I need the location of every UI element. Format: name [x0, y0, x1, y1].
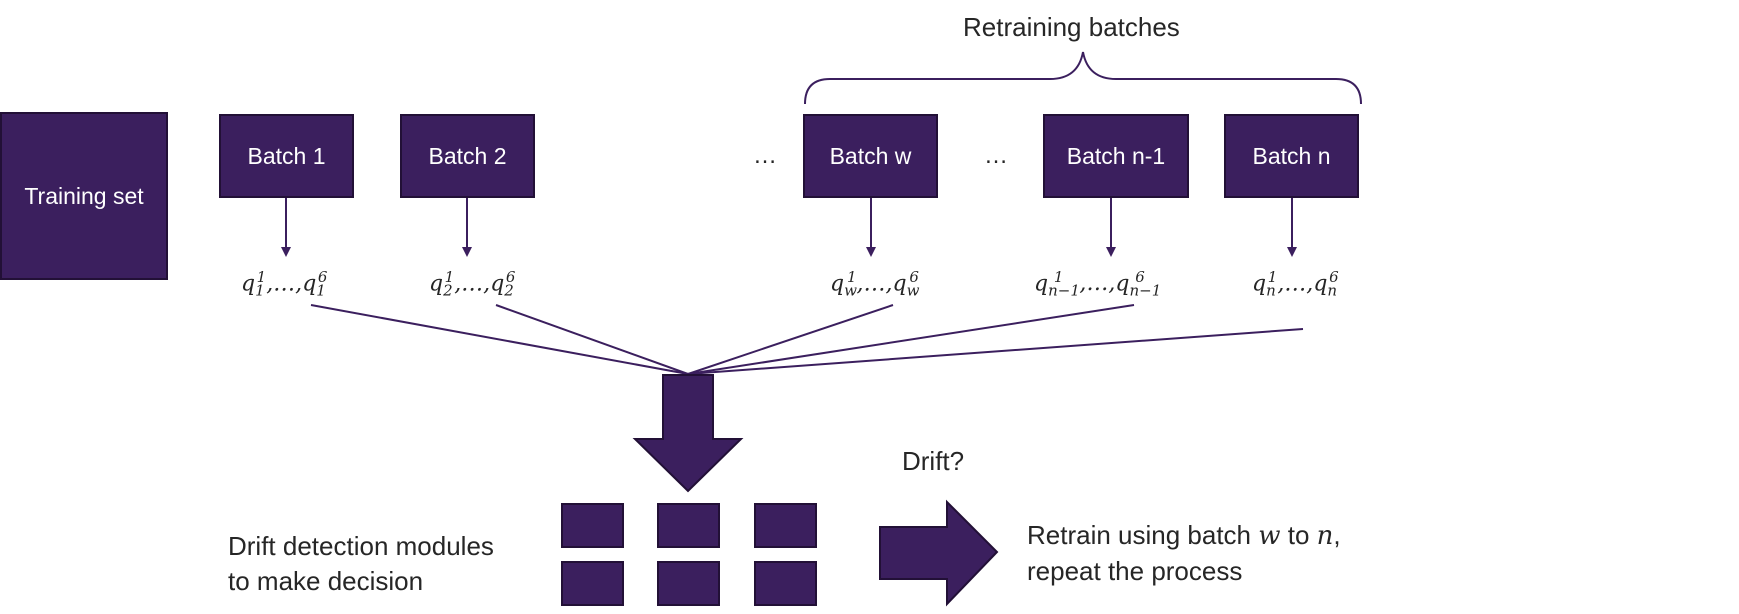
batch-n-1-label: Batch n-1 [1066, 142, 1166, 169]
ellipsis-1: … [753, 142, 777, 169]
batch-2-box: Batch 2 [400, 114, 535, 198]
q-label-batch-2: q21,…,q26 [429, 268, 516, 300]
drift-module-6 [754, 561, 817, 606]
batch-1-box: Batch 1 [219, 114, 354, 198]
drift-module-4 [561, 561, 624, 606]
decision-line-2: to make decision [228, 566, 424, 596]
ellipsis-2: … [984, 142, 1008, 169]
batch-n-label: Batch n [1252, 142, 1331, 169]
converge-line-n-1 [687, 304, 1135, 375]
retrain-line-2: repeat the process [1027, 556, 1243, 586]
q-label-batch-n: qn1,…,qn6 [1252, 268, 1339, 300]
retrain-line-1: Retrain using batch w to n, [1027, 520, 1341, 551]
decision-text: Drift detection modules to make decision [228, 529, 494, 599]
batch-2-label: Batch 2 [428, 142, 507, 169]
drift-module-3 [754, 503, 817, 548]
training-set-label: Training set [24, 182, 144, 209]
batch-1-label: Batch 1 [247, 142, 326, 169]
batch-w-label: Batch w [829, 142, 912, 169]
drift-module-1 [561, 503, 624, 548]
batch-n-box: Batch n [1224, 114, 1359, 198]
block-arrow-down [632, 374, 744, 493]
block-arrow-right [879, 499, 999, 607]
converge-line-w [687, 304, 894, 375]
drift-module-2 [657, 503, 720, 548]
drift-module-5 [657, 561, 720, 606]
drift-question: Drift? [902, 446, 965, 476]
batch-n-1-box: Batch n-1 [1043, 114, 1189, 198]
q-label-batch-1: q11,…,q16 [241, 268, 328, 300]
retraining-brace [804, 51, 1362, 105]
training-set-box: Training set [0, 112, 168, 280]
q-label-batch-n-1: qn−11,…,qn−16 [1034, 268, 1162, 300]
batch-w-box: Batch w [803, 114, 938, 198]
converge-line-2 [495, 304, 689, 375]
decision-line-1: Drift detection modules [228, 531, 494, 561]
converge-line-1 [310, 304, 689, 375]
q-label-batch-w: qw1,…,qw6 [830, 268, 920, 300]
converge-line-n [687, 328, 1304, 375]
retrain-text: Retrain using batch w to n, repeat the p… [1027, 518, 1341, 589]
retraining-batches-label: Retraining batches [963, 12, 1180, 42]
